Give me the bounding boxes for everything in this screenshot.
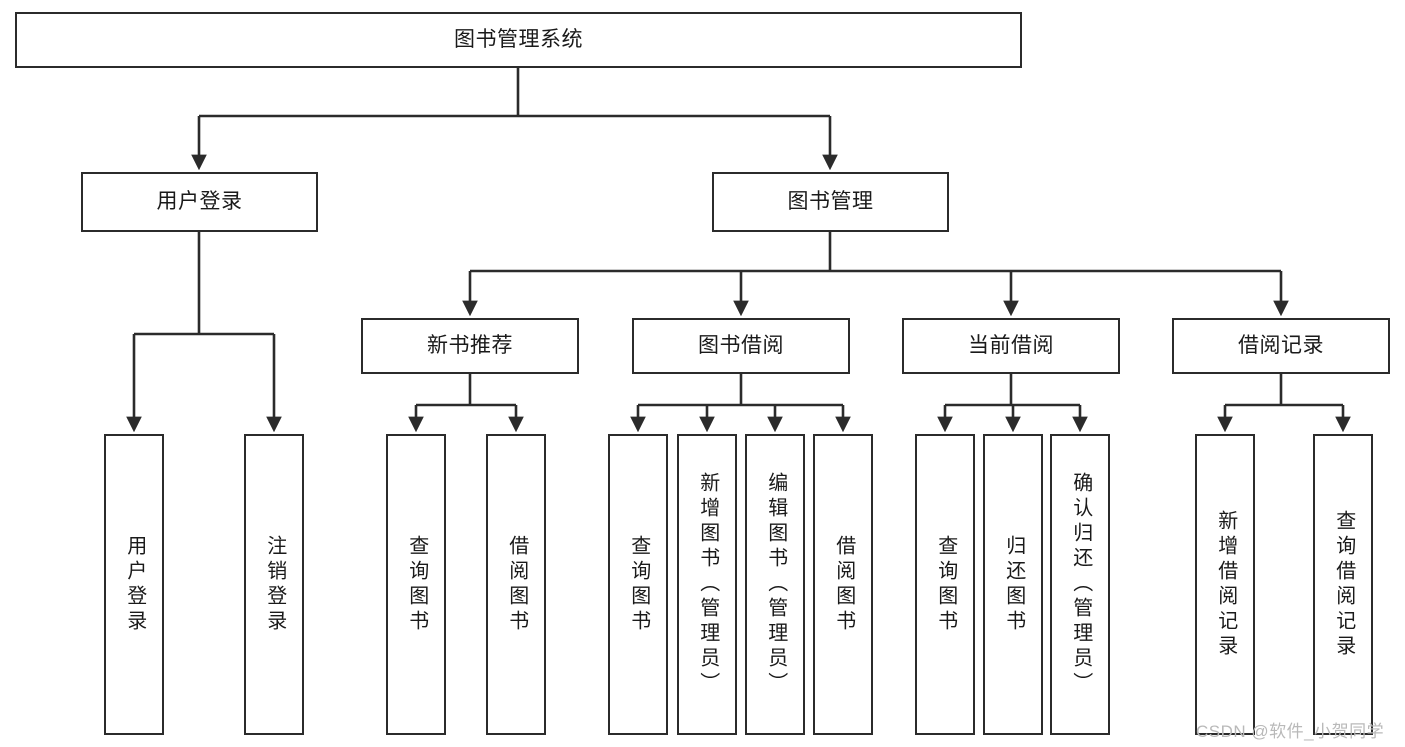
node-leaf-add-book[interactable]: 新增图书（管理员） xyxy=(677,434,737,735)
node-leaf-borrow-book[interactable]: 借阅图书 xyxy=(813,434,873,735)
node-book-borrow-label: 图书借阅 xyxy=(698,333,784,357)
node-user-login-label: 用户登录 xyxy=(156,189,243,213)
node-leaf-user-login-label: 用户登录 xyxy=(123,534,146,635)
node-leaf-query-book-current-label: 查询图书 xyxy=(934,534,957,635)
node-current-borrow[interactable]: 当前借阅 xyxy=(902,318,1120,374)
node-borrow-record-label: 借阅记录 xyxy=(1238,333,1324,357)
node-new-book-recommend-label: 新书推荐 xyxy=(427,333,513,357)
node-leaf-borrow-book-label: 借阅图书 xyxy=(832,534,855,635)
node-leaf-query-book-recommend-label: 查询图书 xyxy=(405,534,428,635)
node-book-manage[interactable]: 图书管理 xyxy=(712,172,949,232)
node-book-manage-label: 图书管理 xyxy=(787,189,874,213)
node-leaf-logout[interactable]: 注销登录 xyxy=(244,434,304,735)
node-leaf-confirm-return[interactable]: 确认归还（管理员） xyxy=(1050,434,1110,735)
node-borrow-record[interactable]: 借阅记录 xyxy=(1172,318,1390,374)
node-current-borrow-label: 当前借阅 xyxy=(968,333,1054,357)
node-leaf-query-book-borrow-label: 查询图书 xyxy=(627,534,650,635)
node-new-book-recommend[interactable]: 新书推荐 xyxy=(361,318,579,374)
node-leaf-borrow-book-recommend[interactable]: 借阅图书 xyxy=(486,434,546,735)
node-leaf-borrow-book-recommend-label: 借阅图书 xyxy=(505,534,528,635)
node-leaf-query-book-borrow[interactable]: 查询图书 xyxy=(608,434,668,735)
node-book-borrow[interactable]: 图书借阅 xyxy=(632,318,850,374)
node-leaf-add-borrow-record[interactable]: 新增借阅记录 xyxy=(1195,434,1255,735)
node-leaf-query-borrow-record[interactable]: 查询借阅记录 xyxy=(1313,434,1373,735)
node-leaf-query-book-recommend[interactable]: 查询图书 xyxy=(386,434,446,735)
node-leaf-edit-book-label: 编辑图书（管理员） xyxy=(764,472,787,697)
node-leaf-logout-label: 注销登录 xyxy=(263,534,286,635)
node-root[interactable]: 图书管理系统 xyxy=(15,12,1022,68)
node-user-login[interactable]: 用户登录 xyxy=(81,172,318,232)
csdn-watermark: CSDN @软件_小贺同学 xyxy=(1196,717,1384,742)
node-leaf-add-borrow-record-label: 新增借阅记录 xyxy=(1214,509,1237,660)
node-leaf-confirm-return-label: 确认归还（管理员） xyxy=(1069,472,1092,697)
csdn-watermark-text: CSDN @软件_小贺同学 xyxy=(1196,722,1385,741)
node-leaf-query-book-current[interactable]: 查询图书 xyxy=(915,434,975,735)
node-leaf-return-book-label: 归还图书 xyxy=(1002,534,1025,635)
node-leaf-edit-book[interactable]: 编辑图书（管理员） xyxy=(745,434,805,735)
node-leaf-add-book-label: 新增图书（管理员） xyxy=(696,472,719,697)
node-leaf-user-login[interactable]: 用户登录 xyxy=(104,434,164,735)
node-leaf-return-book[interactable]: 归还图书 xyxy=(983,434,1043,735)
node-leaf-query-borrow-record-label: 查询借阅记录 xyxy=(1332,509,1355,660)
node-root-label: 图书管理系统 xyxy=(454,27,583,51)
